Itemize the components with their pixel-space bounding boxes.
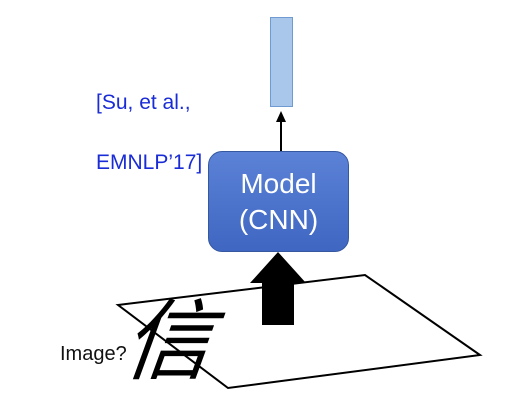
citation-line-1: [Su, et al.,: [96, 91, 191, 114]
input-arrow: [250, 252, 306, 325]
output-arrow-head: [276, 111, 286, 122]
citation: [Su, et al., EMNLP’17]: [96, 58, 246, 208]
model-box: Model (CNN): [208, 151, 349, 252]
model-title: Model: [240, 167, 317, 199]
input-label: Image?: [60, 343, 127, 365]
citation-line-2: EMNLP’17]: [96, 151, 203, 174]
model-subtitle: (CNN): [238, 203, 319, 235]
output-vector: [270, 17, 293, 107]
